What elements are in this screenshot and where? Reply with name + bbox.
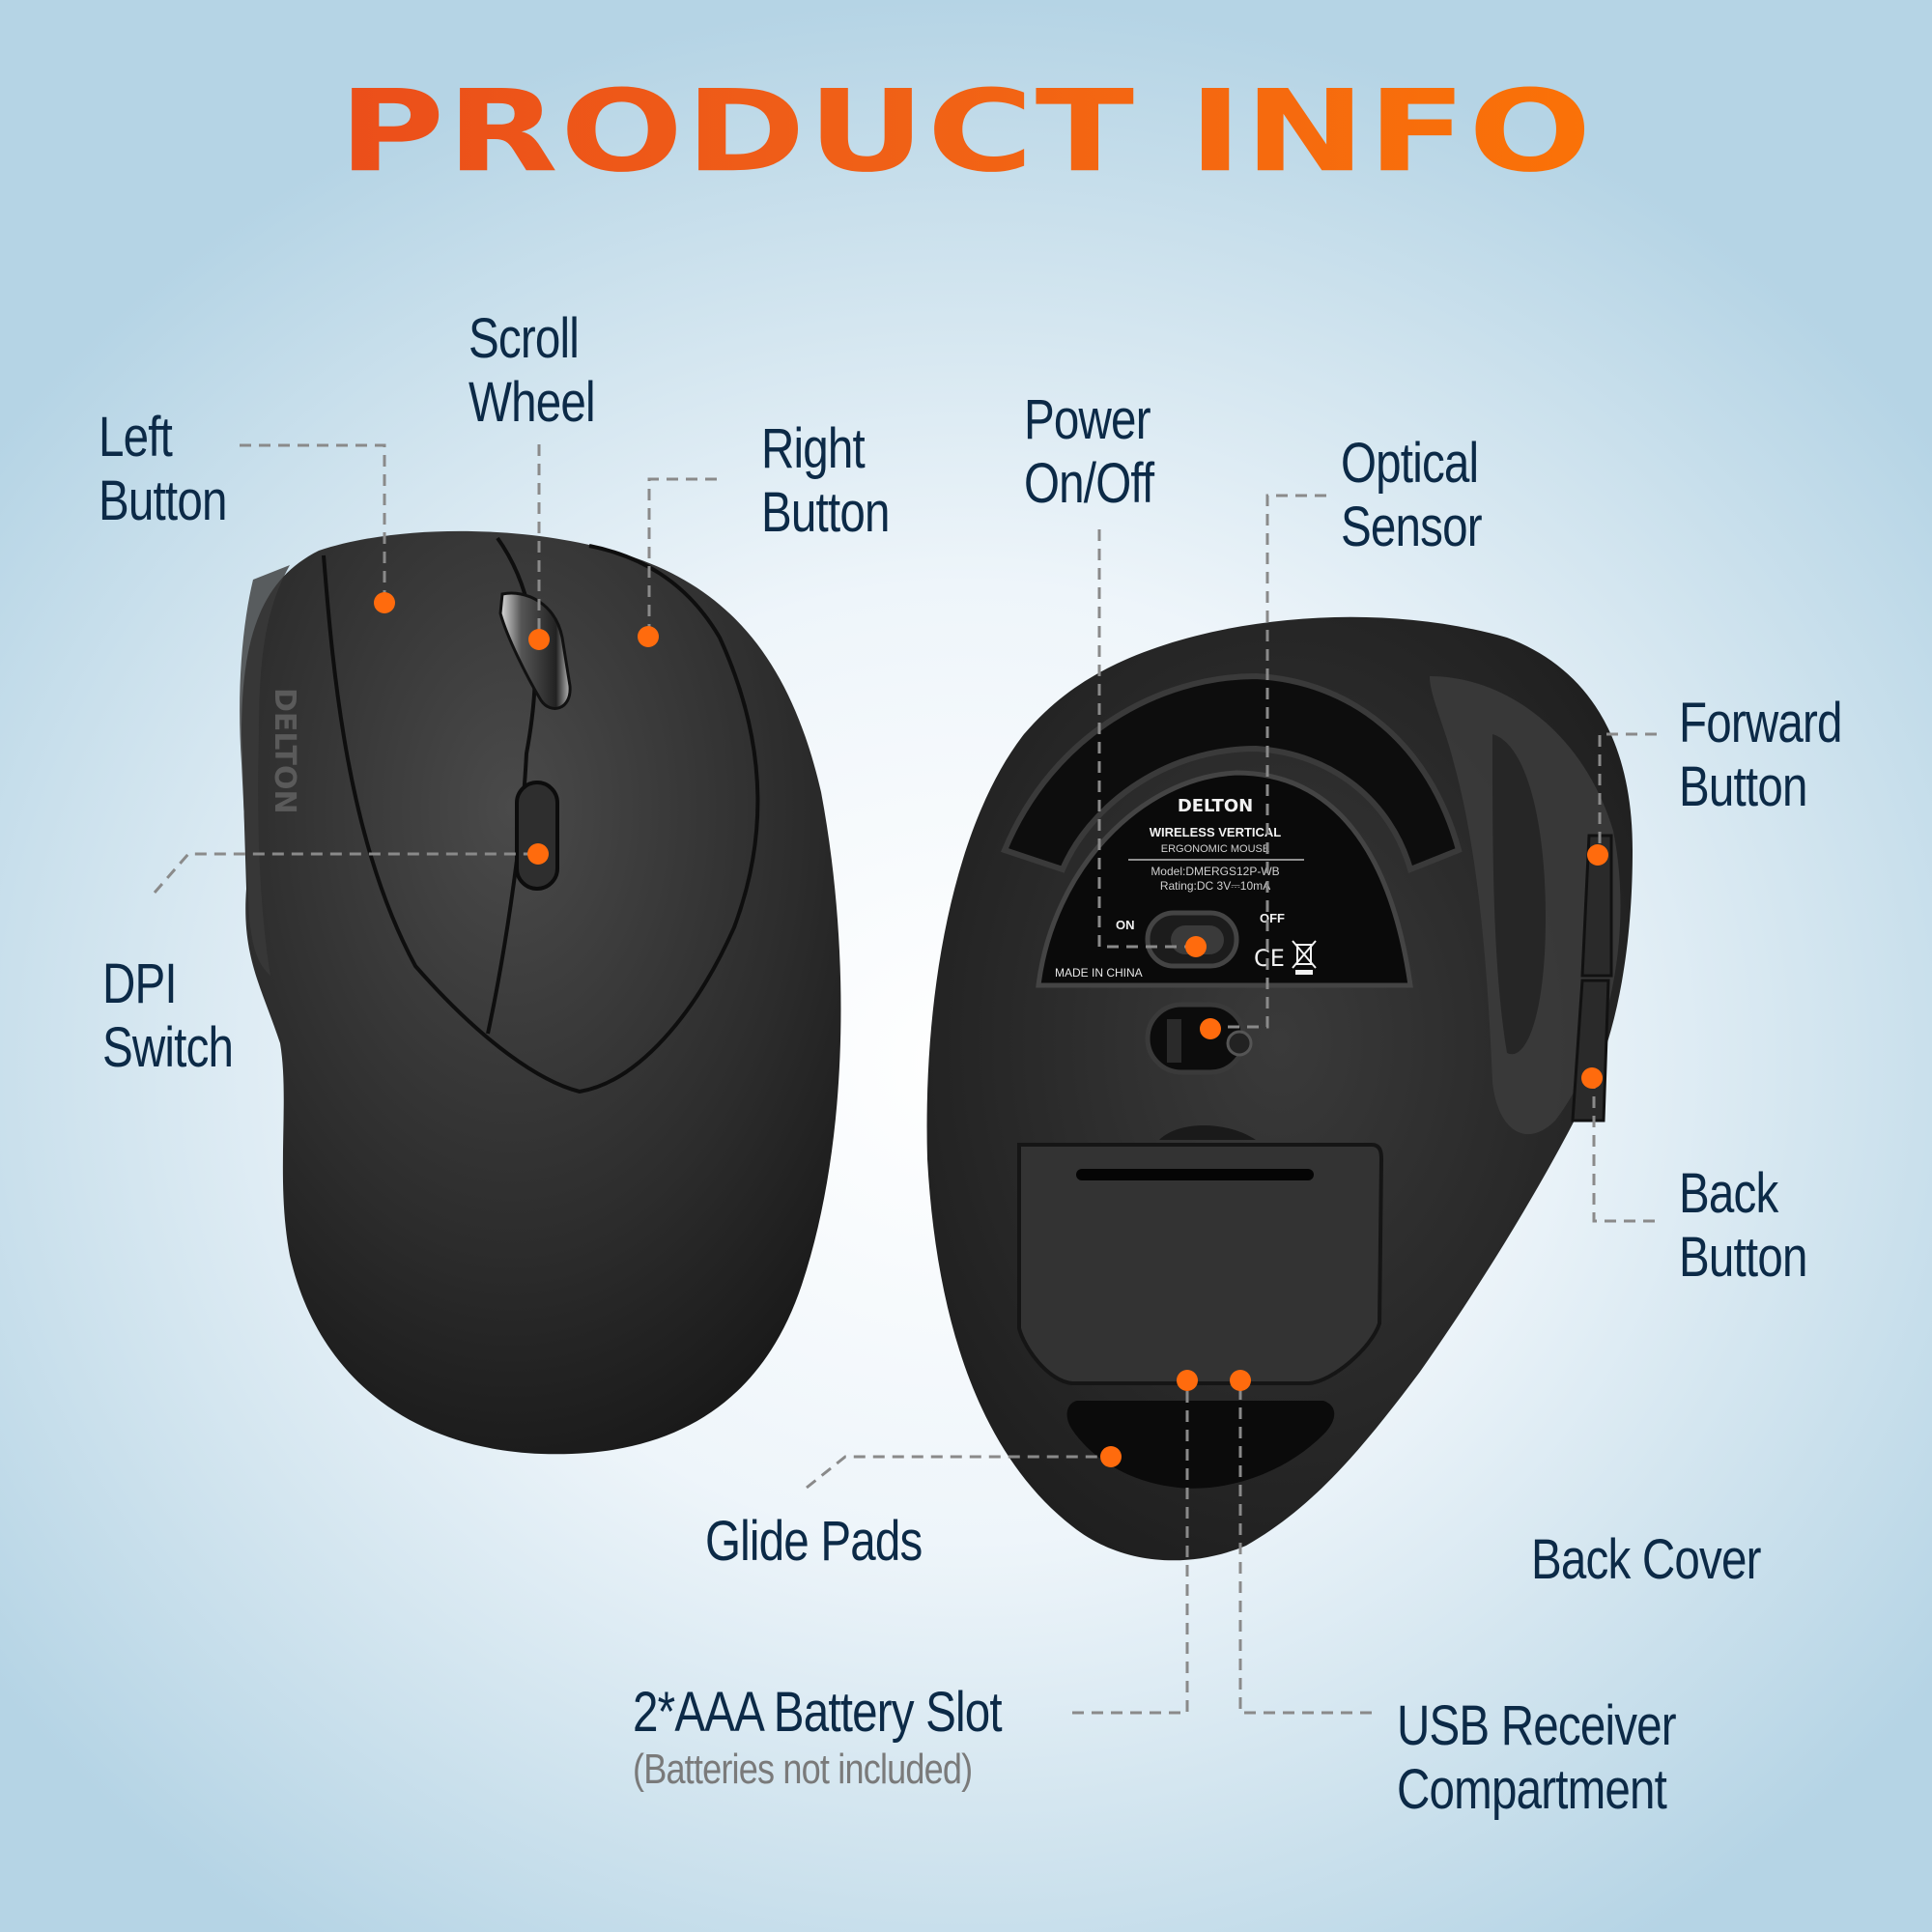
- callout-text: DPI: [102, 952, 178, 1015]
- callout-text: Forward: [1679, 692, 1843, 754]
- callout-text: USB Receiver: [1397, 1694, 1677, 1757]
- callout-text: Sensor: [1341, 496, 1483, 558]
- mouse-side-brand: DELTON: [268, 688, 301, 814]
- ce-mark: CE: [1254, 945, 1285, 972]
- label-model: Model:DMERGS12P-WB: [1151, 865, 1279, 878]
- callout-text: Back Cover: [1531, 1528, 1761, 1591]
- made-in-label: MADE IN CHINA: [1055, 966, 1143, 980]
- callout-text: Right: [761, 417, 866, 480]
- marker-scroll-wheel: [528, 629, 550, 650]
- marker-back-button: [1581, 1067, 1603, 1089]
- glide-pad: [1066, 1401, 1335, 1489]
- switch-off-label: OFF: [1260, 911, 1285, 925]
- marker-left-button: [374, 592, 395, 613]
- callout-text: On/Off: [1024, 452, 1154, 515]
- callout-forward-button: Forward Button: [1679, 692, 1843, 819]
- callout-text: Optical: [1341, 432, 1479, 495]
- marker-dpi-switch: [527, 843, 549, 865]
- callout-left-button: Left Button: [99, 406, 227, 533]
- callout-markers: [374, 592, 1608, 1467]
- marker-forward-button: [1587, 844, 1608, 866]
- label-line2: ERGONOMIC MOUSE: [1161, 843, 1269, 855]
- callout-text: Button: [1679, 1226, 1807, 1289]
- callout-text: Button: [1679, 755, 1807, 818]
- callout-back-button: Back Button: [1679, 1162, 1807, 1290]
- callout-text: Button: [99, 469, 227, 532]
- callout-text: Switch: [102, 1016, 234, 1079]
- leader-lines: [153, 443, 1657, 1715]
- page-title: PRODUCT INFO: [0, 75, 1932, 188]
- callout-power-switch: Power On/Off: [1024, 388, 1154, 516]
- mouse-top-view: DELTON: [240, 530, 841, 1455]
- marker-optical-sensor: [1200, 1018, 1221, 1039]
- callout-text: Compartment: [1397, 1758, 1667, 1821]
- mouse-bottom-view: DELTON WIRELESS VERTICAL ERGONOMIC MOUSE…: [926, 616, 1633, 1561]
- callout-text: 2*AAA Battery Slot: [633, 1681, 1003, 1744]
- marker-power-switch: [1185, 936, 1207, 957]
- callout-text: Glide Pads: [705, 1510, 923, 1573]
- callout-text: Scroll: [469, 307, 580, 370]
- callout-right-button: Right Button: [761, 417, 890, 545]
- callout-text: Button: [761, 481, 890, 544]
- marker-usb-receiver: [1230, 1370, 1251, 1391]
- label-brand: DELTON: [1178, 796, 1253, 816]
- callout-battery-slot: 2*AAA Battery Slot (Batteries not includ…: [633, 1681, 1003, 1795]
- callout-text: Left: [99, 406, 173, 469]
- callout-usb-receiver: USB Receiver Compartment: [1397, 1694, 1677, 1822]
- weee-bin-icon: [1292, 940, 1317, 975]
- marker-right-button: [638, 626, 659, 647]
- callout-scroll-wheel: Scroll Wheel: [469, 307, 596, 435]
- callout-optical-sensor: Optical Sensor: [1341, 432, 1483, 559]
- callout-text: Wheel: [469, 371, 596, 434]
- marker-battery-slot: [1177, 1370, 1198, 1391]
- label-rating: Rating:DC 3V⎓10mA: [1160, 879, 1270, 893]
- callout-glide-pads: Glide Pads: [705, 1510, 923, 1574]
- back-cover: [1017, 1143, 1384, 1385]
- marker-glide-pads: [1100, 1446, 1122, 1467]
- callout-text: Back: [1679, 1162, 1778, 1225]
- callout-dpi-switch: DPI Switch: [102, 952, 234, 1080]
- switch-on-label: ON: [1116, 918, 1135, 932]
- label-line1: WIRELESS VERTICAL: [1150, 825, 1282, 839]
- callout-back-cover: Back Cover: [1531, 1528, 1761, 1592]
- callout-text: Power: [1024, 388, 1151, 451]
- callout-note: (Batteries not included): [633, 1746, 973, 1793]
